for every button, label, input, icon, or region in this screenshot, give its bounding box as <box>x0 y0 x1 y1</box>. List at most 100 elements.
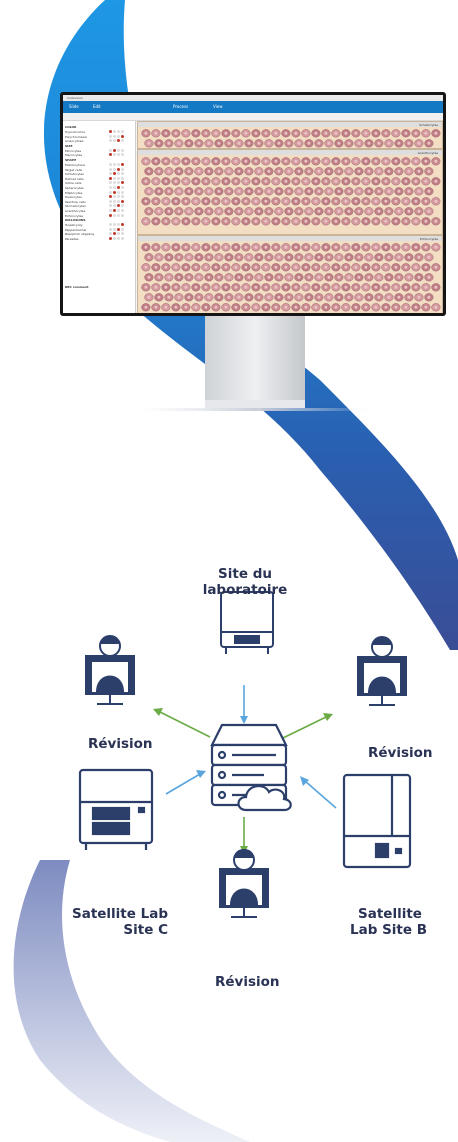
grade-dot[interactable] <box>113 153 116 157</box>
sidebar-item[interactable]: Polychromasia <box>65 134 133 139</box>
grade-dot[interactable] <box>109 148 112 152</box>
sidebar-item[interactable]: Basophilic stippling <box>65 232 133 236</box>
sidebar-item[interactable]: Sickle cells <box>65 181 133 185</box>
grade-dot[interactable] <box>121 209 124 212</box>
grade-dot[interactable] <box>117 176 120 180</box>
grade-dot[interactable] <box>113 237 116 240</box>
grade-dot[interactable] <box>117 167 120 171</box>
grade-dot[interactable] <box>113 186 116 189</box>
grade-dot[interactable] <box>121 190 124 194</box>
grade-dot[interactable] <box>121 134 124 138</box>
grade-dot[interactable] <box>117 148 120 152</box>
sidebar-item[interactable]: Stomatocytes <box>65 204 133 208</box>
grade-dot[interactable] <box>117 213 120 217</box>
grade-dot[interactable] <box>109 195 112 199</box>
sidebar-item[interactable]: Target cells <box>65 167 133 172</box>
toolbar-item-slide[interactable]: Slide <box>69 104 79 109</box>
grade-dot[interactable] <box>109 130 112 133</box>
grade-dot[interactable] <box>113 223 116 227</box>
grade-dot[interactable] <box>117 227 120 231</box>
grade-dot[interactable] <box>109 163 112 166</box>
grade-dot[interactable] <box>113 172 116 176</box>
grade-dot[interactable] <box>121 186 124 189</box>
grade-dot[interactable] <box>121 213 124 217</box>
grade-dot[interactable] <box>109 139 112 143</box>
grade-dot[interactable] <box>113 195 116 199</box>
grade-dot[interactable] <box>117 190 120 194</box>
sidebar-item[interactable]: Poikilocytosis <box>65 163 133 167</box>
grade-dot[interactable] <box>109 190 112 194</box>
grade-dot[interactable] <box>117 153 120 157</box>
grade-dot[interactable] <box>109 227 112 231</box>
grade-dot[interactable] <box>117 181 120 185</box>
grade-dot[interactable] <box>121 163 124 166</box>
grade-dot[interactable] <box>113 163 116 166</box>
grade-dot[interactable] <box>117 134 120 138</box>
grade-dot[interactable] <box>121 130 124 133</box>
grade-dot[interactable] <box>121 153 124 157</box>
grade-dot[interactable] <box>109 209 112 212</box>
sidebar-item[interactable]: Macrocytes <box>65 153 133 157</box>
grade-dot[interactable] <box>121 167 124 171</box>
grade-dot[interactable] <box>121 223 124 227</box>
sidebar-item[interactable]: Microcytes <box>65 148 133 153</box>
grade-dot[interactable] <box>113 190 116 194</box>
grade-dot[interactable] <box>117 209 120 212</box>
toolbar-item-view[interactable]: View <box>213 104 223 109</box>
grade-dot[interactable] <box>121 227 124 231</box>
grade-dot[interactable] <box>113 204 116 208</box>
sidebar-item[interactable]: Schistocytes <box>65 172 133 176</box>
sidebar-item[interactable]: Elliptocytes <box>65 190 133 195</box>
grade-dot[interactable] <box>117 199 120 203</box>
grade-dot[interactable] <box>117 163 120 166</box>
grade-dot[interactable] <box>109 172 112 176</box>
sidebar-item[interactable]: Ovalocytes <box>65 195 133 199</box>
grade-dot[interactable] <box>121 181 124 185</box>
grade-dot[interactable] <box>113 139 116 143</box>
grade-dot[interactable] <box>117 195 120 199</box>
grade-dot[interactable] <box>113 213 116 217</box>
sidebar-item[interactable]: Teardrop cells <box>65 199 133 204</box>
grade-dot[interactable] <box>121 148 124 152</box>
grade-dot[interactable] <box>113 181 116 185</box>
grade-dot[interactable] <box>113 130 116 133</box>
grade-dot[interactable] <box>121 232 124 236</box>
grade-dot[interactable] <box>113 227 116 231</box>
grade-dot[interactable] <box>117 204 120 208</box>
grade-dot[interactable] <box>113 148 116 152</box>
grade-dot[interactable] <box>117 139 120 143</box>
grade-dot[interactable] <box>109 237 112 240</box>
grade-dot[interactable] <box>121 172 124 176</box>
sidebar-item[interactable]: Helmet cells <box>65 176 133 181</box>
sidebar-item[interactable]: Pappenheimer <box>65 227 133 232</box>
sidebar-item[interactable]: Anisocytosis <box>65 139 133 143</box>
grade-dot[interactable] <box>117 130 120 133</box>
sidebar-item[interactable]: Parasites <box>65 237 133 241</box>
toolbar-item-process[interactable]: Process <box>173 104 189 109</box>
grade-dot[interactable] <box>121 195 124 199</box>
grade-dot[interactable] <box>109 199 112 203</box>
grade-dot[interactable] <box>109 134 112 138</box>
grade-dot[interactable] <box>113 134 116 138</box>
grade-dot[interactable] <box>109 204 112 208</box>
grade-dot[interactable] <box>109 223 112 227</box>
grade-dot[interactable] <box>109 181 112 185</box>
grade-dot[interactable] <box>109 176 112 180</box>
grade-dot[interactable] <box>117 172 120 176</box>
grade-dot[interactable] <box>109 153 112 157</box>
grade-dot[interactable] <box>113 176 116 180</box>
grade-dot[interactable] <box>109 186 112 189</box>
grade-dot[interactable] <box>117 232 120 236</box>
grade-dot[interactable] <box>121 237 124 240</box>
sidebar-item[interactable]: Howell-Jolly <box>65 223 133 227</box>
grade-dot[interactable] <box>117 186 120 189</box>
toolbar-item-edit[interactable]: Edit <box>93 104 101 109</box>
grade-dot[interactable] <box>113 232 116 236</box>
sidebar-item[interactable]: Acanthocytes <box>65 209 133 213</box>
grade-dot[interactable] <box>113 167 116 171</box>
sidebar-item[interactable]: Hypochromia <box>65 130 133 134</box>
sidebar-item[interactable]: Echinocytes <box>65 213 133 218</box>
grade-dot[interactable] <box>113 199 116 203</box>
grade-dot[interactable] <box>109 213 112 217</box>
grade-dot[interactable] <box>113 209 116 212</box>
